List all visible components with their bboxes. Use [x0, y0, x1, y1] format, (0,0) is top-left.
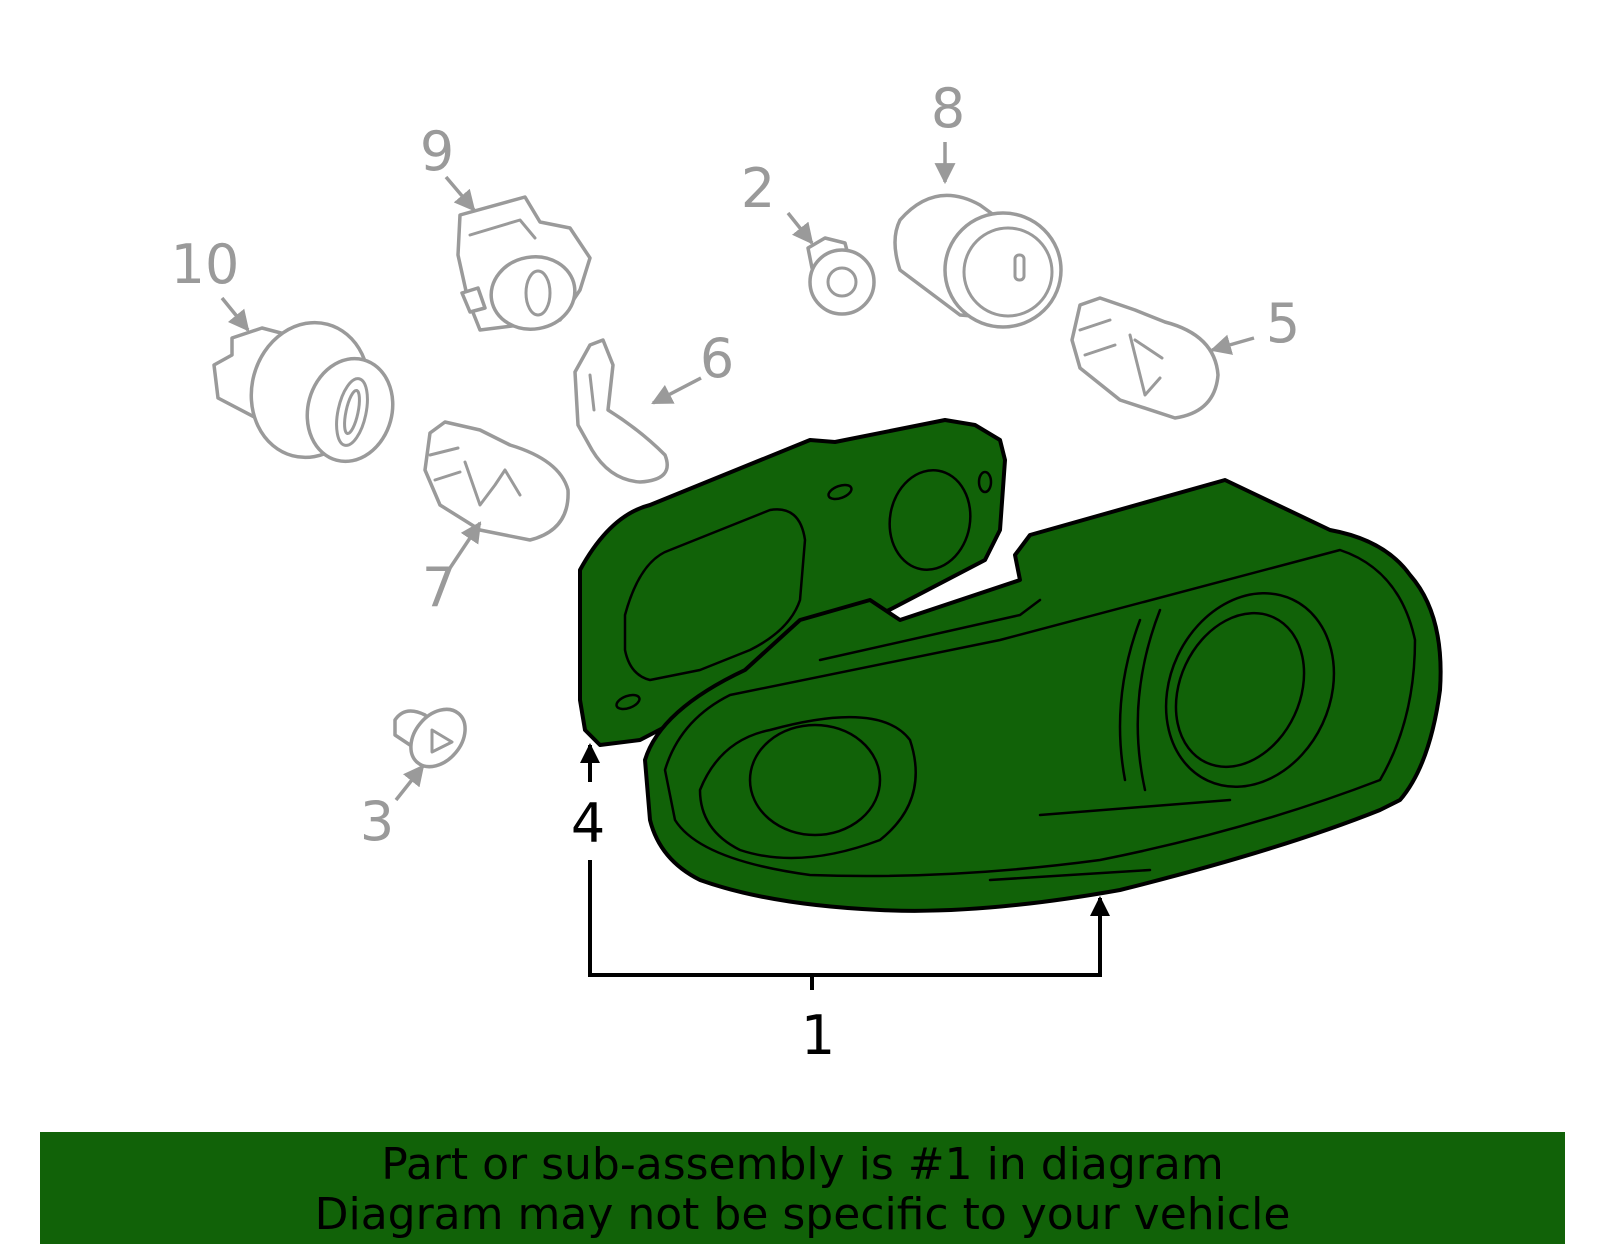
part-4-gasket[interactable]: [578, 418, 1007, 747]
callout-2[interactable]: 2: [741, 157, 775, 220]
banner-line-2: Diagram may not be specific to your vehi…: [314, 1189, 1291, 1240]
leader-lines-dark: [580, 743, 1110, 990]
part-1-lamp-assembly[interactable]: [643, 478, 1443, 913]
part-5-bulb[interactable]: [1070, 296, 1220, 420]
banner-line-1: Part or sub-assembly is #1 in diagram: [381, 1139, 1224, 1190]
callout-3[interactable]: 3: [360, 790, 394, 853]
part-2-nut[interactable]: [806, 236, 876, 316]
callout-1[interactable]: 1: [801, 1004, 835, 1067]
callout-10[interactable]: 10: [171, 233, 240, 296]
callout-5[interactable]: 5: [1266, 292, 1300, 355]
callout-6[interactable]: 6: [700, 327, 734, 390]
part-10-socket[interactable]: [212, 309, 404, 471]
callout-8[interactable]: 8: [931, 77, 965, 140]
callout-9[interactable]: 9: [420, 120, 454, 183]
part-6-bulb[interactable]: [573, 338, 669, 484]
part-7-bulb[interactable]: [423, 420, 570, 542]
info-banner: Part or sub-assembly is #1 in diagram Di…: [40, 1132, 1565, 1244]
part-3-clip[interactable]: [393, 699, 476, 778]
part-9-socket[interactable]: [456, 195, 592, 336]
callout-4[interactable]: 4: [571, 792, 605, 855]
leader-lines-grey: [220, 142, 1255, 802]
callout-7[interactable]: 7: [422, 556, 456, 619]
part-8-socket[interactable]: [893, 193, 1063, 329]
